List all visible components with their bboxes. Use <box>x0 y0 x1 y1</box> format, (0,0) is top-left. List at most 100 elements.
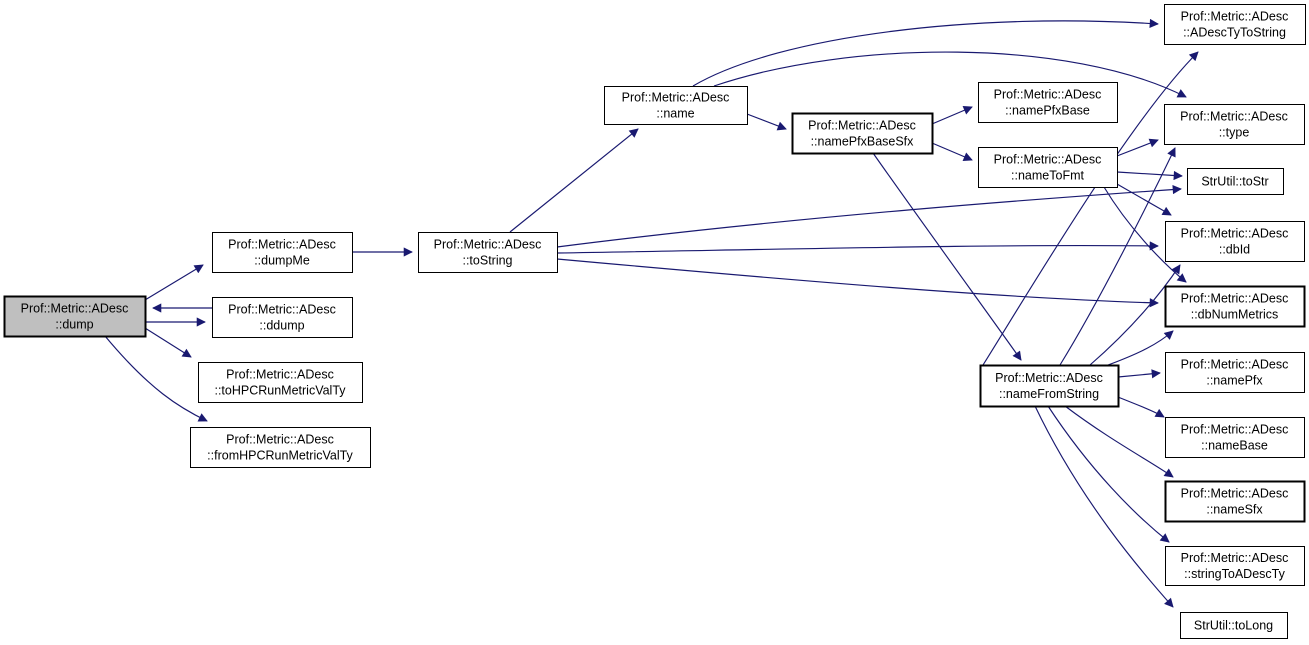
edge-nameFromString-to-toLong <box>1034 405 1174 608</box>
node-box-ADescTyToString[interactable] <box>1164 4 1306 45</box>
node-label-namePfxBase-line2: ::namePfxBase <box>1005 104 1090 118</box>
node-box-toLong[interactable] <box>1180 612 1288 639</box>
edge-namePfxBaseSfx-to-nameFromString <box>872 152 1022 361</box>
node-label-nameSfx-line1: Prof::Metric::ADesc <box>1181 487 1289 501</box>
node-nameBase[interactable]: Prof::Metric::ADesc::nameBase <box>1165 417 1305 458</box>
node-label-fromHPCRunMetricValTy-line1: Prof::Metric::ADesc <box>226 433 334 447</box>
node-fromHPCRunMetricValTy[interactable]: Prof::Metric::ADesc::fromHPCRunMetricVal… <box>190 427 371 468</box>
node-label-toString-line1: Prof::Metric::ADesc <box>434 238 542 252</box>
edge-name-to-namePfxBaseSfx <box>746 113 787 131</box>
node-label-dumpMe-line1: Prof::Metric::ADesc <box>228 238 336 252</box>
edge-nameFromString-to-nameBase <box>1117 396 1165 418</box>
node-dbId[interactable]: Prof::Metric::ADesc::dbId <box>1165 221 1305 262</box>
node-name[interactable]: Prof::Metric::ADesc::name <box>604 86 748 125</box>
node-label-dbId-line1: Prof::Metric::ADesc <box>1181 227 1289 241</box>
node-label-dbNumMetrics-line2: ::dbNumMetrics <box>1191 308 1279 322</box>
edge-nameFromString-to-dbNumMetrics <box>1107 330 1174 366</box>
node-label-namePfxBaseSfx-line2: ::namePfxBaseSfx <box>811 135 915 149</box>
nodes-layer: Prof::Metric::ADesc::dumpProf::Metric::A… <box>3 4 1306 639</box>
node-label-dump-line2: ::dump <box>55 318 93 332</box>
edge-dump-to-fromHPCRunMetricValTy <box>104 335 208 422</box>
node-toString[interactable]: Prof::Metric::ADesc::toString <box>418 232 558 273</box>
node-label-nameToFmt-line1: Prof::Metric::ADesc <box>994 153 1102 167</box>
node-label-toHPCRunMetricValTy-line1: Prof::Metric::ADesc <box>226 368 334 382</box>
node-label-namePfx-line2: ::namePfx <box>1206 374 1263 388</box>
node-nameSfx[interactable]: Prof::Metric::ADesc::nameSfx <box>1164 480 1306 523</box>
node-label-nameToFmt-line2: ::nameToFmt <box>1011 169 1084 183</box>
node-ddump[interactable]: Prof::Metric::ADesc::ddump <box>212 297 353 338</box>
node-label-dbNumMetrics-line1: Prof::Metric::ADesc <box>1181 292 1289 306</box>
edge-namePfxBaseSfx-to-namePfxBase <box>931 106 973 125</box>
node-box-type[interactable] <box>1164 104 1305 145</box>
edge-nameFromString-to-nameSfx <box>1064 405 1174 478</box>
node-stringToADescTy[interactable]: Prof::Metric::ADesc::stringToADescTy <box>1165 546 1305 586</box>
edge-nameFromString-to-type <box>1059 147 1176 366</box>
edge-nameFromString-to-namePfx <box>1117 369 1161 379</box>
node-namePfxBase[interactable]: Prof::Metric::ADesc::namePfxBase <box>978 82 1118 123</box>
edge-nameToFmt-to-type <box>1116 138 1159 157</box>
node-box-dbNumMetrics[interactable] <box>1164 285 1306 328</box>
node-box-dbId[interactable] <box>1165 221 1305 262</box>
edge-nameFromString-to-dbId <box>1089 264 1181 366</box>
node-box-nameToFmt[interactable] <box>978 147 1118 188</box>
node-box-namePfxBase[interactable] <box>978 82 1118 123</box>
node-toLong[interactable]: StrUtil::toLong <box>1180 612 1288 639</box>
node-label-type-line2: ::type <box>1219 126 1250 140</box>
node-box-namePfxBaseSfx[interactable] <box>791 112 934 155</box>
node-label-type-line1: Prof::Metric::ADesc <box>1180 110 1288 124</box>
node-dump[interactable]: Prof::Metric::ADesc::dump <box>3 295 147 338</box>
node-label-ADescTyToString-line1: Prof::Metric::ADesc <box>1181 10 1289 24</box>
edge-nameToFmt-to-dbNumMetrics <box>1103 186 1187 283</box>
node-label-stringToADescTy-line2: ::stringToADescTy <box>1184 567 1285 581</box>
node-box-toStr[interactable] <box>1187 168 1284 195</box>
node-box-namePfx[interactable] <box>1165 352 1305 393</box>
node-label-namePfx-line1: Prof::Metric::ADesc <box>1181 358 1289 372</box>
edge-nameFromString-to-ADescTyToString <box>982 51 1199 366</box>
node-namePfx[interactable]: Prof::Metric::ADesc::namePfx <box>1165 352 1305 393</box>
edge-toString-to-dbId <box>556 241 1159 254</box>
node-label-name-line2: ::name <box>656 107 694 121</box>
edges-layer <box>104 18 1199 608</box>
edge-toString-to-toStr <box>556 184 1182 248</box>
node-box-toString[interactable] <box>418 232 558 273</box>
node-label-toStr-line1: StrUtil::toStr <box>1201 175 1268 189</box>
node-nameToFmt[interactable]: Prof::Metric::ADesc::nameToFmt <box>978 147 1118 188</box>
node-box-ddump[interactable] <box>212 297 353 338</box>
edge-toString-to-dbNumMetrics <box>556 258 1159 308</box>
node-toStr[interactable]: StrUtil::toStr <box>1187 168 1284 195</box>
edge-toString-to-name <box>509 128 639 233</box>
node-label-nameFromString-line1: Prof::Metric::ADesc <box>995 371 1103 385</box>
node-box-nameSfx[interactable] <box>1164 480 1306 523</box>
edge-dump-to-toHPCRunMetricValTy <box>144 327 192 358</box>
edge-name-to-type <box>713 51 1187 98</box>
edge-namePfxBaseSfx-to-nameToFmt <box>931 142 973 161</box>
node-dbNumMetrics[interactable]: Prof::Metric::ADesc::dbNumMetrics <box>1164 285 1306 328</box>
node-label-nameSfx-line2: ::nameSfx <box>1206 503 1263 517</box>
node-label-stringToADescTy-line1: Prof::Metric::ADesc <box>1181 551 1289 565</box>
node-box-toHPCRunMetricValTy[interactable] <box>198 362 363 403</box>
node-nameFromString[interactable]: Prof::Metric::ADesc::nameFromString <box>979 364 1120 408</box>
node-label-namePfxBase-line1: Prof::Metric::ADesc <box>994 88 1102 102</box>
node-box-dump[interactable] <box>3 295 147 338</box>
node-box-nameBase[interactable] <box>1165 417 1305 458</box>
node-box-fromHPCRunMetricValTy[interactable] <box>190 427 371 468</box>
node-ADescTyToString[interactable]: Prof::Metric::ADesc::ADescTyToString <box>1164 4 1306 45</box>
node-box-dumpMe[interactable] <box>212 232 353 273</box>
node-box-stringToADescTy[interactable] <box>1165 546 1305 586</box>
edge-nameToFmt-to-toStr <box>1116 170 1183 181</box>
node-type[interactable]: Prof::Metric::ADesc::type <box>1164 104 1305 145</box>
node-label-ddump-line2: ::ddump <box>259 319 304 333</box>
node-box-nameFromString[interactable] <box>979 364 1120 408</box>
edge-dump-to-dumpMe <box>144 264 204 301</box>
node-label-dump-line1: Prof::Metric::ADesc <box>21 302 129 316</box>
node-toHPCRunMetricValTy[interactable]: Prof::Metric::ADesc::toHPCRunMetricValTy <box>198 362 363 403</box>
node-label-name-line1: Prof::Metric::ADesc <box>622 91 730 105</box>
node-label-dbId-line2: ::dbId <box>1219 243 1250 257</box>
node-box-name[interactable] <box>604 86 748 125</box>
node-namePfxBaseSfx[interactable]: Prof::Metric::ADesc::namePfxBaseSfx <box>791 112 934 155</box>
node-dumpMe[interactable]: Prof::Metric::ADesc::dumpMe <box>212 232 353 273</box>
node-label-nameFromString-line2: ::nameFromString <box>999 387 1099 401</box>
node-label-toHPCRunMetricValTy-line2: ::toHPCRunMetricValTy <box>214 384 346 398</box>
node-label-toLong-line1: StrUtil::toLong <box>1194 619 1273 633</box>
